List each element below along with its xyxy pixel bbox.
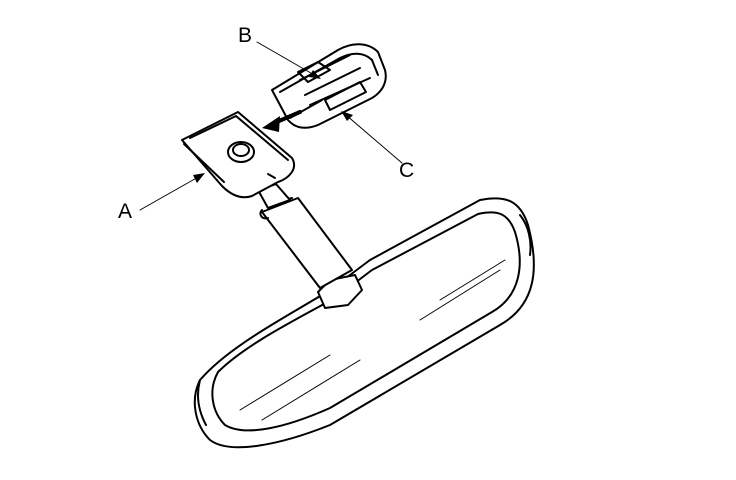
callout-c: C [399, 159, 415, 182]
leader-line-b [256, 41, 321, 79]
mirror-stem [257, 183, 363, 309]
leader-line-a [139, 173, 205, 211]
callout-a: A [118, 200, 133, 223]
direction-arrow [262, 110, 302, 132]
mirror-base-a [181, 111, 296, 199]
rearview-mirror-body [193, 197, 535, 449]
callout-b: B [238, 24, 253, 47]
leader-line-c [341, 111, 403, 164]
